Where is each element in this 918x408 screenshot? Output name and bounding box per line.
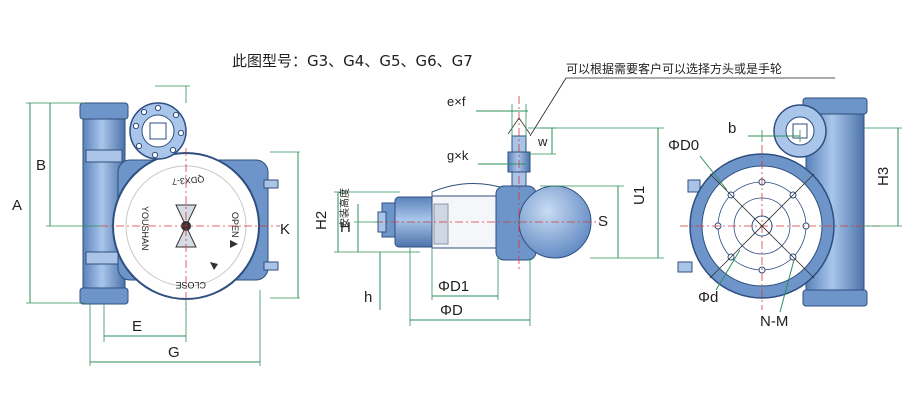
dim-D: ΦD	[440, 302, 463, 319]
left-pipe-collar-top	[85, 149, 123, 163]
side-view	[375, 96, 600, 270]
flange-hole	[154, 104, 162, 112]
dial-close-text: CLOSE	[175, 280, 206, 290]
left-bolt-lower	[263, 261, 279, 271]
side-body-shade	[433, 203, 449, 245]
install-height-label: 安装高度	[338, 188, 351, 228]
dim-E: E	[132, 318, 142, 335]
dim-h: h	[364, 289, 372, 306]
right-bottom-view	[677, 97, 880, 310]
dial-model-text: QDX3-7	[171, 174, 204, 187]
flange-hole	[132, 122, 140, 130]
dim-B: B	[36, 157, 46, 174]
flange-hole	[177, 129, 185, 137]
dim-S: S	[598, 213, 608, 230]
dial-open-text: OPEN	[230, 212, 240, 238]
dim-exf: e×f	[447, 94, 466, 109]
right-bolt-upper	[687, 179, 701, 193]
dim-NM: N-M	[760, 313, 788, 330]
right-dimensions: b ΦD0 H3 Φd N-M	[668, 120, 902, 330]
left-pipe-top-flange	[79, 102, 129, 120]
side-dimensions: e×f g×k w U1 S H2 H 安装高度 h ΦD1 ΦD	[313, 94, 664, 326]
dim-b: b	[728, 120, 736, 137]
left-dimensions: A B K E G	[12, 85, 300, 366]
right-pipe-bottom-flange	[802, 289, 868, 307]
left-pipe-collar-bottom	[85, 251, 123, 265]
dial-brand-text: YOUSHAN	[140, 206, 150, 251]
flange-hole	[135, 142, 143, 150]
dim-gxk: g×k	[447, 148, 469, 163]
flange-hole	[151, 151, 159, 159]
flange-hole	[172, 111, 180, 119]
left-pipe-bottom-flange	[79, 287, 129, 305]
model-title: 此图型号：G3、G4、G5、G6、G7	[232, 52, 473, 70]
left-bolt-upper	[263, 179, 279, 189]
dim-K: K	[280, 221, 290, 238]
right-bolt-lower	[677, 261, 693, 273]
open-arrow-icon	[230, 240, 238, 248]
dim-A: A	[12, 197, 22, 214]
dim-U1: U1	[631, 186, 648, 205]
dim-G: G	[168, 344, 180, 361]
flange-hole	[140, 108, 148, 116]
close-arrow-icon	[210, 262, 218, 270]
note-leader	[529, 77, 567, 137]
dim-H2: H2	[313, 211, 330, 230]
left-front-view: QDX3-7 YOUSHAN OPEN CLOSE	[79, 102, 280, 310]
square-head-icon	[149, 122, 167, 140]
dim-D0: ΦD0	[668, 137, 699, 154]
flange-hole	[169, 146, 177, 154]
dim-H: H	[340, 219, 351, 236]
dim-w: w	[537, 134, 548, 149]
dim-D1: ΦD1	[438, 278, 469, 295]
dim-H3: H3	[875, 167, 892, 186]
handwheel-note: 可以根据需要客户可以选择方头或是手轮	[566, 61, 782, 76]
dim-d: Φd	[698, 289, 718, 306]
